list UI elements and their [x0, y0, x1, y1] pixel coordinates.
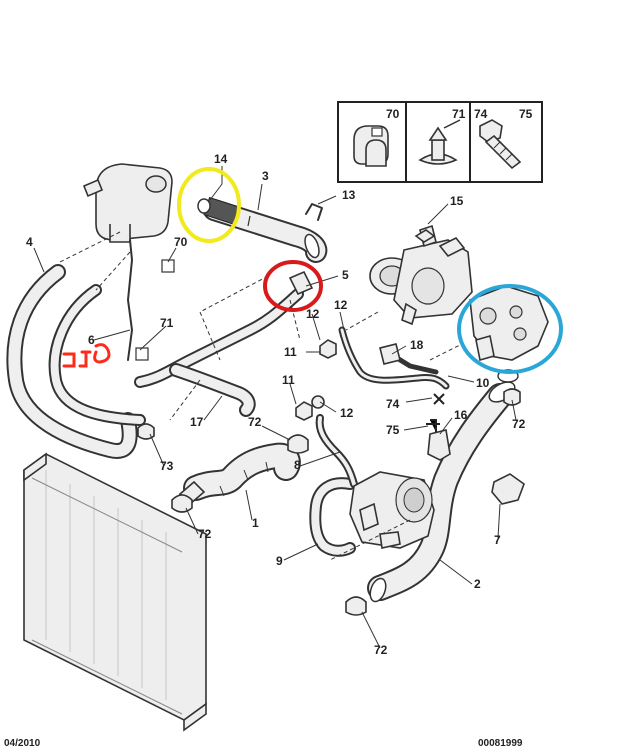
callout-7: 7	[494, 533, 501, 547]
callout-3: 3	[262, 169, 269, 183]
callout-12-upper: 12	[306, 307, 320, 321]
footer-date: 04/2010	[4, 738, 41, 749]
callout-11-upper: 11	[284, 345, 297, 359]
inset-label-75: 75	[519, 107, 533, 121]
callout-73: 73	[160, 459, 174, 473]
callout-72-left: 72	[198, 527, 212, 541]
blue-highlight-circle	[457, 284, 563, 374]
callout-70: 70	[174, 235, 188, 249]
water-outlet-housing	[469, 285, 549, 383]
callout-5: 5	[342, 268, 349, 282]
callout-75: 75	[386, 423, 400, 437]
handwritten-note	[62, 343, 111, 368]
assembly-dashes	[59, 231, 463, 561]
clip-icon	[353, 125, 389, 167]
stud-clip-icon	[418, 119, 461, 165]
radiator	[23, 452, 207, 732]
inset-parts-box: 70 71 74 75	[337, 101, 543, 183]
hose-3	[197, 196, 328, 263]
callout-13: 13	[342, 188, 356, 202]
pipe-8	[315, 326, 450, 488]
callout-14: 14	[214, 152, 228, 166]
callout-11-lower: 11	[282, 373, 295, 387]
callout-10: 10	[476, 376, 490, 390]
callout-2: 2	[474, 577, 481, 591]
callout-numbers: 14 3 13 4 70 5 15 12 71 6 18 11 12 11 12…	[26, 152, 526, 657]
inset-label-71: 71	[452, 107, 466, 121]
callout-4: 4	[26, 235, 33, 249]
callout-71: 71	[160, 316, 174, 330]
hose-4	[6, 264, 146, 459]
callout-18: 18	[410, 338, 424, 352]
callout-12-lower: 12	[340, 406, 354, 420]
expansion-tank	[82, 163, 173, 361]
red-highlight-circle	[263, 260, 323, 312]
callout-17: 17	[190, 415, 204, 429]
hose-1	[178, 442, 301, 506]
callout-16: 16	[454, 408, 468, 422]
callout-6: 6	[88, 333, 95, 347]
callout-72-middle: 72	[248, 415, 262, 429]
hose-17	[134, 270, 314, 417]
callout-72-bottom: 72	[374, 643, 388, 657]
yellow-highlight-circle	[177, 167, 241, 243]
inset-label-70: 70	[386, 107, 400, 121]
callout-1: 1	[252, 516, 259, 530]
callout-15: 15	[450, 194, 464, 208]
callout-72-right: 72	[512, 417, 526, 431]
callout-9: 9	[276, 554, 283, 568]
bolt-icon	[479, 119, 522, 170]
hose-9	[309, 477, 356, 557]
callout-12-middle: 12	[334, 298, 348, 312]
egr-cooler	[349, 471, 435, 549]
small-fittings	[135, 203, 525, 616]
callout-74: 74	[386, 397, 400, 411]
inset-label-74: 74	[474, 107, 488, 121]
callout-8: 8	[294, 458, 301, 472]
footer-reference: 00081999	[478, 738, 523, 749]
turbocharger	[369, 224, 473, 326]
